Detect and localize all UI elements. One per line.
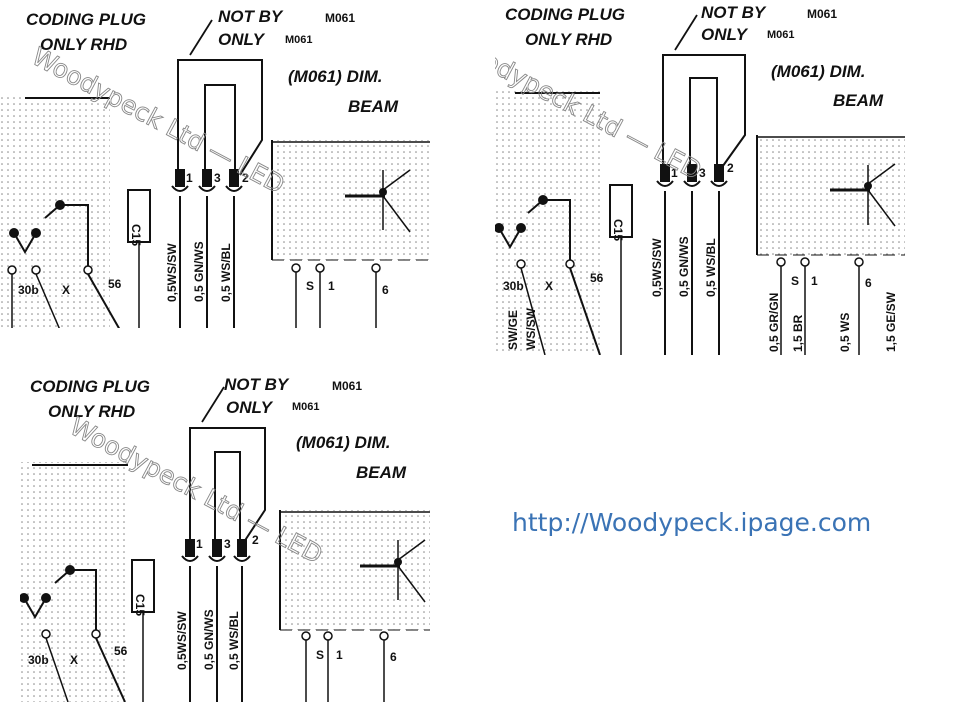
label-wire-ws-sw2: WS/SW bbox=[524, 307, 538, 350]
label-m061-b: M061 bbox=[767, 29, 795, 41]
diagram-panel-bottom-left: CODING PLUG ONLY RHD NOT BY M061 ONLY M0… bbox=[20, 370, 430, 702]
label-pin-30b: 30b bbox=[503, 279, 524, 293]
label-pin-2: 2 bbox=[727, 161, 734, 175]
label-coding-plug: CODING PLUG bbox=[30, 377, 150, 396]
label-pin-3: 3 bbox=[224, 537, 231, 551]
label-only: ONLY bbox=[701, 25, 749, 44]
label-not-by: NOT BY bbox=[224, 375, 290, 394]
label-wire-gn-ws: 0,5 GN/WS bbox=[192, 241, 206, 302]
label-pin-3: 3 bbox=[214, 171, 221, 185]
label-wire-gr-gn: 0,5 GR/GN bbox=[767, 293, 781, 352]
label-pin-1: 1 bbox=[186, 171, 193, 185]
label-wire-ge-sw: 1,5 GE/SW bbox=[884, 291, 898, 352]
label-pin-30b: 30b bbox=[28, 653, 49, 667]
label-wire-gn-ws: 0,5 GN/WS bbox=[677, 236, 691, 297]
label-pin-1: 1 bbox=[671, 166, 678, 180]
label-not-by: NOT BY bbox=[701, 3, 767, 22]
label-not-by: NOT BY bbox=[218, 7, 284, 26]
label-coding-plug: CODING PLUG bbox=[505, 5, 625, 24]
label-coding-plug: CODING PLUG bbox=[26, 10, 146, 29]
label-dim: (M061) DIM. bbox=[296, 433, 390, 452]
label-pin-x: X bbox=[545, 279, 553, 293]
label-pin-6: 6 bbox=[865, 276, 872, 290]
label-c15: C15 bbox=[129, 224, 143, 246]
label-m061-b: M061 bbox=[285, 34, 313, 46]
label-pin-s: S bbox=[306, 279, 314, 293]
label-dim: (M061) DIM. bbox=[288, 67, 382, 86]
label-pin-x: X bbox=[70, 653, 78, 667]
label-pin-3: 3 bbox=[699, 166, 706, 180]
label-wire-ws-bl: 0,5 WS/BL bbox=[227, 611, 241, 670]
label-m061-a: M061 bbox=[807, 7, 837, 21]
label-wire-sw-ge: SW/GE bbox=[506, 310, 520, 350]
website-url: http://Woodypeck.ipage.com bbox=[512, 508, 872, 537]
label-pin-56: 56 bbox=[114, 644, 128, 658]
label-wire-gn-ws: 0,5 GN/WS bbox=[202, 609, 216, 670]
label-only: ONLY bbox=[218, 30, 266, 49]
label-pin-56: 56 bbox=[590, 271, 604, 285]
label-pin-30b: 30b bbox=[18, 283, 39, 297]
label-only-rhd: ONLY RHD bbox=[525, 30, 612, 49]
label-m061-a: M061 bbox=[325, 11, 355, 25]
label-pin-x: X bbox=[62, 283, 70, 297]
label-wire-ws-sw: 0,5WS/SW bbox=[165, 243, 179, 302]
label-wire-ws-bl: 0,5 WS/BL bbox=[219, 243, 233, 302]
label-pin-56: 56 bbox=[108, 277, 122, 291]
label-pin-2: 2 bbox=[252, 533, 259, 547]
label-pin-1b: 1 bbox=[336, 648, 343, 662]
label-wire-ws-bl: 0,5 WS/BL bbox=[704, 238, 718, 297]
label-wire-br: 1,5 BR bbox=[791, 314, 805, 352]
label-c15: C15 bbox=[133, 594, 147, 616]
label-dim: (M061) DIM. bbox=[771, 62, 865, 81]
label-c15: C15 bbox=[611, 219, 625, 241]
label-pin-1b: 1 bbox=[811, 274, 818, 288]
label-wire-ws-sw: 0,5WS/SW bbox=[175, 611, 189, 670]
label-beam: BEAM bbox=[356, 463, 407, 482]
label-pin-1: 1 bbox=[196, 537, 203, 551]
diagram-panel-top-left: CODING PLUG ONLY RHD NOT BY M061 ONLY M0… bbox=[0, 0, 430, 328]
diagram-panel-top-right: CODING PLUG ONLY RHD NOT BY M061 ONLY M0… bbox=[495, 0, 905, 355]
label-only-rhd: ONLY RHD bbox=[40, 35, 127, 54]
label-only: ONLY bbox=[226, 398, 274, 417]
label-beam: BEAM bbox=[348, 97, 399, 116]
label-pin-2: 2 bbox=[242, 171, 249, 185]
label-wire-ws-sw: 0,5WS/SW bbox=[650, 238, 664, 297]
label-pin-1b: 1 bbox=[328, 279, 335, 293]
label-pin-s: S bbox=[316, 648, 324, 662]
label-pin-6: 6 bbox=[390, 650, 397, 664]
label-beam: BEAM bbox=[833, 91, 884, 110]
label-only-rhd: ONLY RHD bbox=[48, 402, 135, 421]
label-pin-s: S bbox=[791, 274, 799, 288]
label-m061-b: M061 bbox=[292, 401, 320, 413]
label-pin-6: 6 bbox=[382, 283, 389, 297]
label-m061-a: M061 bbox=[332, 379, 362, 393]
label-wire-ws: 0,5 WS bbox=[838, 313, 852, 352]
